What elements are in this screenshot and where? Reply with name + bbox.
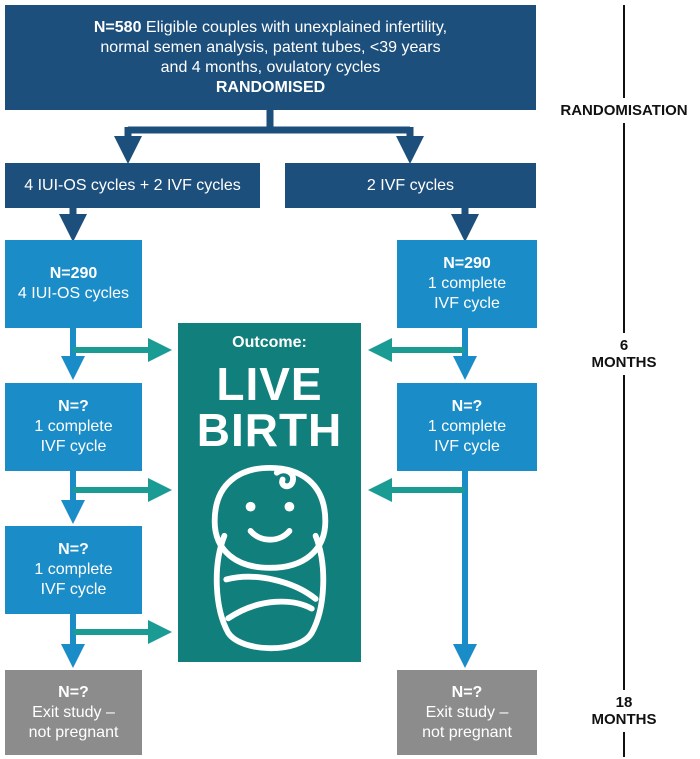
outcome-arrows: [73, 338, 465, 644]
right-arm-box: 2 IVF cycles: [285, 163, 536, 208]
outcome-box: Outcome: LIVE BIRTH: [178, 323, 361, 662]
right-exit-line2: not pregnant: [422, 723, 512, 741]
right-stage1-line1: 1 complete: [427, 275, 507, 292]
right-stage2-n: N=?: [451, 398, 483, 415]
timeline-18-num: 18: [615, 694, 633, 711]
timeline-randomisation: RANDOMISATION: [548, 98, 700, 123]
right-stage1-n: N=290: [443, 255, 491, 272]
left-stage2-n: N=?: [58, 398, 89, 415]
top-text-1: Eligible couples with unexplained infert…: [145, 18, 448, 36]
timeline-6-unit: MONTHS: [591, 354, 657, 371]
left-stage2-line1: 1 complete: [34, 418, 113, 435]
top-text-3: and 4 months, ovulatory cycles: [160, 58, 381, 76]
timeline-randomisation-text: RANDOMISATION: [560, 102, 688, 119]
top-n: N=580: [93, 18, 142, 36]
left-stage2-box: N=? 1 complete IVF cycle: [5, 383, 142, 471]
left-arm-box: 4 IUI-OS cycles + 2 IVF cycles: [5, 163, 260, 208]
outcome-title: Outcome:: [232, 334, 307, 351]
left-stage3-n: N=?: [58, 541, 89, 558]
right-arm-label: 2 IVF cycles: [366, 176, 455, 194]
left-exit-line1: Exit study –: [32, 703, 115, 721]
right-exit-box: N=? Exit study – not pregnant: [397, 670, 537, 755]
top-randomised: RANDOMISED: [215, 78, 326, 96]
outcome-live: LIVE: [216, 358, 323, 410]
left-stage3-box: N=? 1 complete IVF cycle: [5, 526, 142, 614]
timeline-6-months: 6 MONTHS: [580, 333, 668, 375]
right-stage2-line1: 1 complete: [427, 418, 507, 435]
timeline-18-unit: MONTHS: [591, 711, 657, 728]
left-stage1-box: N=290 4 IUI-OS cycles: [5, 240, 142, 328]
left-stage1-text: 4 IUI-OS cycles: [17, 285, 130, 302]
timeline-6-num: 6: [619, 337, 629, 354]
left-exit-box: N=? Exit study – not pregnant: [5, 670, 142, 755]
timeline-18-months: 18 MONTHS: [580, 690, 668, 732]
left-exit-n: N=?: [58, 683, 89, 701]
baby-icon: [211, 464, 328, 652]
left-arm-label: 4 IUI-OS cycles + 2 IVF cycles: [24, 176, 241, 194]
left-stage3-line2: IVF cycle: [40, 581, 107, 598]
split-arrows: [114, 110, 424, 164]
left-exit-line2: not pregnant: [28, 723, 119, 741]
left-stage3-line1: 1 complete: [34, 561, 113, 578]
right-exit-line1: Exit study –: [425, 703, 509, 721]
top-box: N=580 Eligible couples with unexplained …: [5, 5, 536, 110]
top-text-2: normal semen analysis, patent tubes, <39…: [100, 38, 441, 56]
right-exit-n: N=?: [451, 683, 483, 701]
left-stage1-n: N=290: [49, 265, 98, 282]
right-stage1-box: N=290 1 complete IVF cycle: [397, 240, 537, 328]
top-line-1: N=580 Eligible couples with unexplained …: [94, 18, 447, 38]
left-stage2-line2: IVF cycle: [40, 438, 107, 455]
right-stage2-box: N=? 1 complete IVF cycle: [397, 383, 537, 471]
right-stage2-line2: IVF cycle: [434, 438, 500, 455]
outcome-birth: BIRTH: [196, 404, 343, 456]
right-stage1-line2: IVF cycle: [434, 295, 500, 312]
